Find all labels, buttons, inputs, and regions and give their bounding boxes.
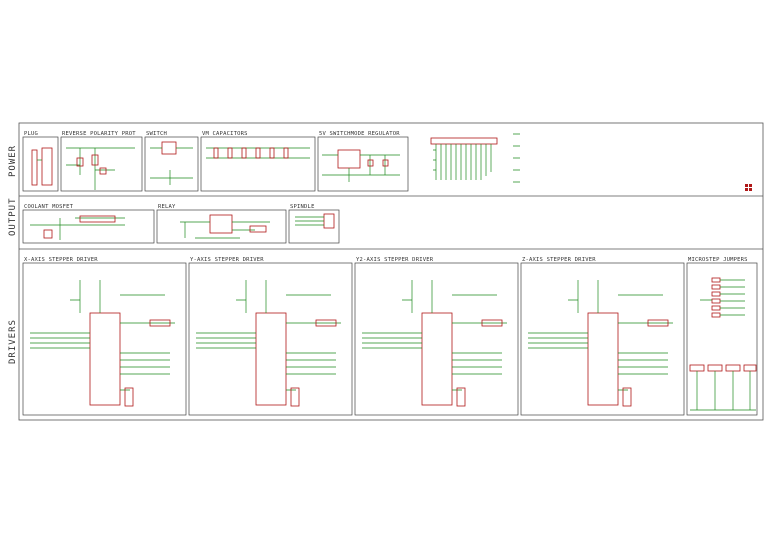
sheet-frame — [18, 122, 764, 421]
row-label-drivers: DRIVERS — [8, 319, 18, 364]
section-title-z-axis-driver: Z-AXIS STEPPER DRIVER — [522, 257, 596, 263]
section-plug: PLUG — [22, 131, 59, 192]
section-title-plug: PLUG — [24, 131, 38, 137]
section-title-y2-axis-driver: Y2-AXIS STEPPER DRIVER — [356, 257, 434, 263]
section-title-relay: RELAY — [158, 204, 176, 210]
section-title-reverse-polarity: REVERSE POLARITY PROT — [62, 131, 136, 137]
header-connector-block — [430, 137, 498, 180]
section-vm-capacitors: VM CAPACITORS — [200, 131, 316, 192]
section-switch: SWITCH — [144, 131, 199, 192]
section-title-spindle: SPINDLE — [290, 204, 315, 210]
net-labels-power — [513, 133, 752, 191]
section-title-coolant-mosfet: COOLANT MOSFET — [24, 204, 74, 210]
section-spindle: SPINDLE — [288, 204, 340, 244]
section-title-y-axis-driver: Y-AXIS STEPPER DRIVER — [190, 257, 264, 263]
section-title-x-axis-driver: X-AXIS STEPPER DRIVER — [24, 257, 98, 263]
section-relay: RELAY — [156, 204, 287, 244]
row-label-power: POWER — [8, 145, 18, 177]
section-5v-regulator: 5V SWITCHMODE REGULATOR — [317, 131, 409, 192]
section-title-microstep-jumpers: MICROSTEP JUMPERS — [688, 257, 748, 263]
section-reverse-polarity: REVERSE POLARITY PROT — [60, 131, 143, 192]
section-microstep-jumpers: MICROSTEP JUMPERS — [686, 257, 758, 416]
section-x-axis-driver: X-AXIS STEPPER DRIVER — [22, 257, 187, 416]
section-y2-axis-driver: Y2-AXIS STEPPER DRIVER — [354, 257, 519, 416]
section-title-vm-capacitors: VM CAPACITORS — [202, 131, 248, 137]
section-title-switch: SWITCH — [146, 131, 167, 137]
section-title-5v-regulator: 5V SWITCHMODE REGULATOR — [319, 131, 400, 137]
section-z-axis-driver: Z-AXIS STEPPER DRIVER — [520, 257, 685, 416]
row-label-output: OUTPUT — [8, 197, 18, 236]
section-y-axis-driver: Y-AXIS STEPPER DRIVER — [188, 257, 353, 416]
section-coolant-mosfet: COOLANT MOSFET — [22, 204, 155, 244]
